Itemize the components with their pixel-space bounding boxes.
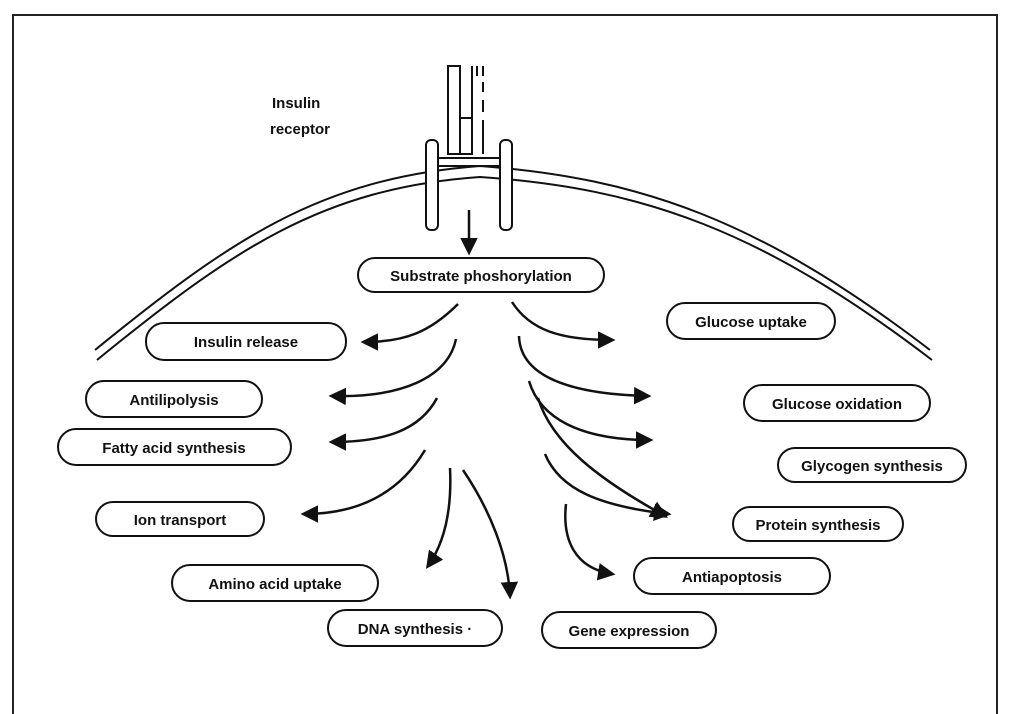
receptor-label-line1: Insulin [272,95,320,112]
left-node-label: Ion transport [134,512,227,529]
center-node-label: Substrate phoshorylation [390,268,572,285]
arrow-to-insulin-release [364,304,458,342]
right-node-5: Gene expression [542,612,716,648]
arrow-to-fatty-acid-synthesis [332,398,437,442]
right-node-label: Gene expression [569,623,690,640]
left-node-2: Fatty acid synthesis [58,429,291,465]
left-node-label: Antilipolysis [129,392,218,409]
arrow-to-glucose-uptake [512,302,612,340]
arrow-to-glucose-oxidation [519,336,648,396]
right-node-label: Glucose oxidation [772,396,902,413]
arrow-to-ion-transport [304,450,425,514]
receptor-label-line2: receptor [270,121,330,138]
center-node: Substrate phoshorylation [358,258,604,292]
left-node-1: Antilipolysis [86,381,262,417]
right-node-1: Glucose oxidation [744,385,930,421]
right-node-3: Protein synthesis [733,507,903,541]
left-node-3: Ion transport [96,502,264,536]
arrow-to-protein-synthesis-2 [545,454,668,514]
left-node-label: Insulin release [194,334,298,351]
right-node-2: Glycogen synthesis [778,448,966,482]
right-node-label: Glucose uptake [695,314,807,331]
arrow-to-amino-acid-uptake [428,468,450,566]
left-node-label: Fatty acid synthesis [102,440,245,457]
left-node-label: Amino acid uptake [208,576,341,593]
right-node-label: Glycogen synthesis [801,458,943,475]
arrow-to-dna-synthesis [463,470,510,596]
arrow-to-protein-synthesis [538,398,665,516]
arrow-to-antiapoptosis [565,504,612,574]
left-node-label: DNA synthesis · [358,621,472,638]
right-node-label: Protein synthesis [755,517,880,534]
left-node-5: DNA synthesis · [328,610,502,646]
insulin-receptor [426,66,512,230]
arrow-to-antilipolysis [332,339,456,396]
right-node-0: Glucose uptake [667,303,835,339]
right-node-label: Antiapoptosis [682,569,782,586]
left-node-0: Insulin release [146,323,346,360]
left-node-4: Amino acid uptake [172,565,378,601]
right-node-4: Antiapoptosis [634,558,830,594]
